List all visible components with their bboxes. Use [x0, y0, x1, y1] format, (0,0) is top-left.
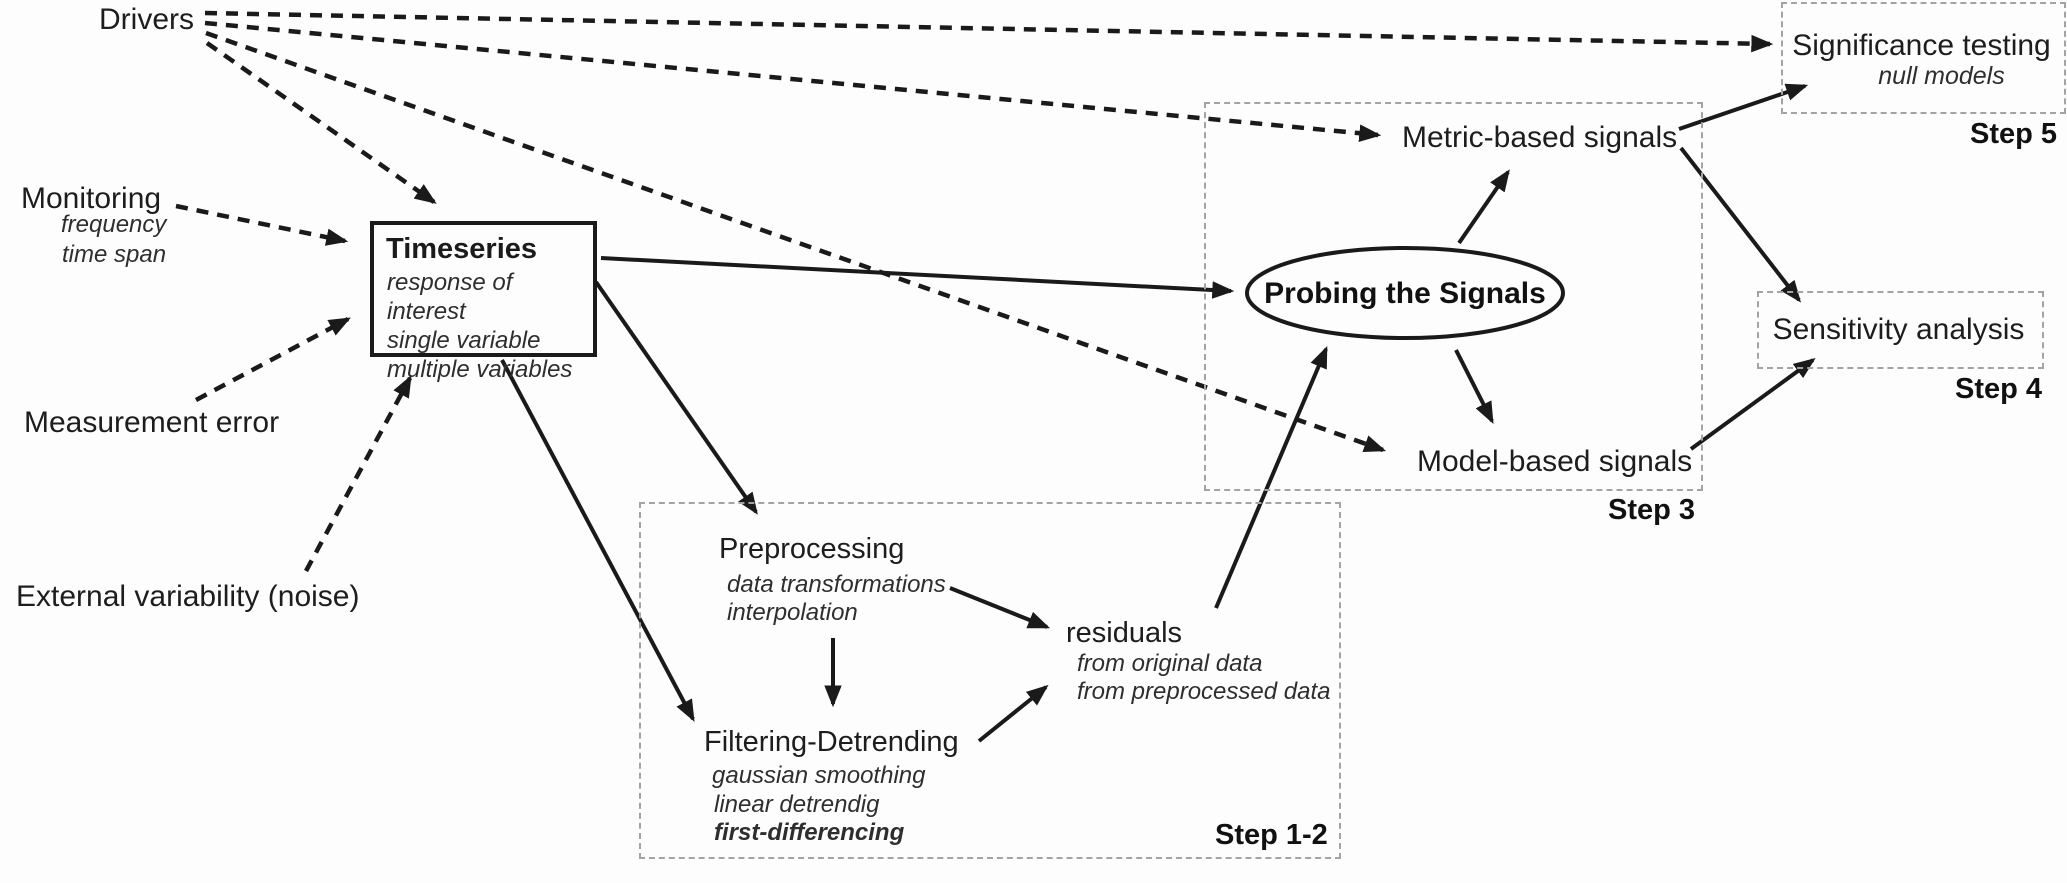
step-1-2-box: [639, 502, 1341, 859]
sensitivity-box: [1757, 291, 2044, 369]
timeseries-sub-1: response of interest: [387, 269, 513, 325]
residuals-title: residuals: [1066, 617, 1183, 649]
residuals-sub-1: from original data: [1077, 650, 1263, 677]
measurement-error-label: Measurement error: [24, 406, 280, 439]
step-1-2-label: Step 1-2: [1215, 819, 1328, 851]
significance-sub: null models: [1878, 62, 2005, 90]
preprocessing-sub-1: data transformations: [727, 571, 946, 598]
filtering-sub-3: first-differencing: [714, 819, 905, 846]
step-3-box: [1204, 102, 1703, 491]
arrow-drivers-to-metric: [204, 20, 1382, 142]
residuals-sub-2: from preprocessed data: [1077, 678, 1331, 705]
timeseries-sub-3: multiple variables: [387, 356, 573, 383]
arrow-drivers-to-timeseries: [205, 41, 437, 204]
preprocessing-title: Preprocessing: [719, 533, 905, 565]
monitoring-sub-frequency: frequency: [61, 211, 167, 238]
filtering-sub-2: linear detrendig: [714, 791, 880, 818]
arrow-filtering-to-residuals: [977, 684, 1049, 743]
arrow-monitoring-to-timeseries: [175, 203, 349, 246]
timeseries-title: Timeseries: [386, 233, 538, 265]
model-signals-label: Model-based signals: [1417, 445, 1693, 478]
step-5-label: Step 5: [1970, 118, 2058, 150]
preprocessing-sub-2: interpolation: [727, 599, 858, 626]
arrow-metric-to-significance: [1678, 83, 1809, 131]
arrow-drivers-to-significance: [204, 10, 1774, 53]
external-variability-label: External variability (noise): [16, 580, 360, 613]
arrow-measurement-to-timeseries: [194, 317, 351, 402]
drivers-label: Drivers: [99, 3, 194, 36]
arrow-probing-to-model: [1454, 349, 1494, 424]
arrow-timeseries-to-probing: [600, 256, 1235, 299]
arrow-metric-to-sensitivity: [1679, 146, 1802, 303]
sensitivity-title: Sensitivity analysis: [1772, 313, 2025, 346]
significance-box: [1781, 2, 2066, 114]
arrow-residuals-to-probing: [1214, 345, 1328, 609]
timeseries-box: Timeseries response of interest single v…: [370, 221, 597, 383]
arrow-probing-to-metric: [1457, 169, 1510, 245]
arrow-preprocessing-to-residuals: [949, 586, 1051, 629]
timeseries-sub-2: single variable: [387, 327, 541, 354]
arrow-timeseries-to-preprocessing: [594, 280, 758, 515]
filtering-title: Filtering-Detrending: [704, 726, 959, 758]
step-3-label: Step 3: [1608, 494, 1696, 526]
arrow-drivers-to-model: [205, 30, 1387, 453]
step-4-label: Step 4: [1955, 373, 2043, 405]
significance-title: Significance testing: [1792, 29, 2051, 62]
monitoring-sub-timespan: time span: [62, 241, 167, 268]
probing-label: Probing the Signals: [1264, 277, 1546, 310]
monitoring-label: Monitoring: [21, 182, 162, 215]
filtering-sub-1: gaussian smoothing: [712, 762, 926, 789]
arrow-timeseries-to-filtering: [500, 359, 695, 722]
probing-ellipse: [1245, 246, 1565, 340]
arrow-external-to-timeseries: [304, 375, 412, 573]
arrow-model-to-sensitivity: [1689, 358, 1816, 451]
metric-signals-label: Metric-based signals: [1402, 121, 1678, 154]
